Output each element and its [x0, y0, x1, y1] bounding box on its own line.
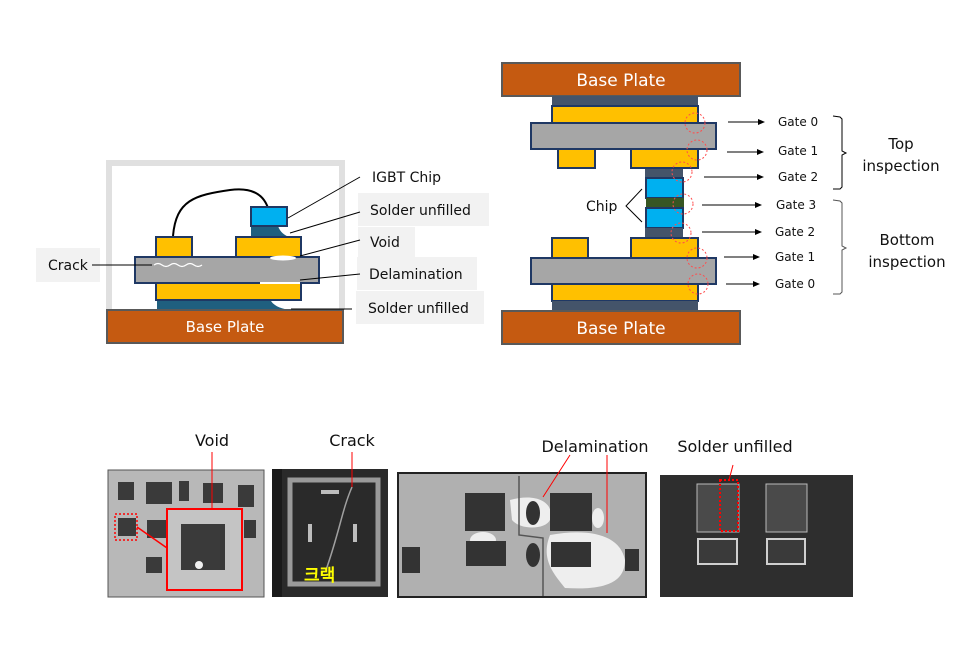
solder-unfilled-leader [728, 464, 734, 481]
photo-label-delamination: Delamination [541, 437, 648, 456]
bond-wire [172, 188, 269, 237]
delamination-trace [518, 476, 544, 596]
gate-circles [670, 112, 709, 295]
void-mark [270, 255, 296, 261]
bottom-pad-left [551, 237, 589, 259]
leader-igbt-chip [287, 176, 361, 219]
photo-delamination: Delamination [397, 437, 649, 598]
gate-circle-2-bottom [670, 222, 692, 244]
crack-photo-edge [272, 469, 282, 597]
bottom-base-plate-label: Base Plate [576, 319, 665, 339]
delamination-leader-1 [542, 454, 571, 498]
label-delamination: Delamination [369, 267, 463, 283]
void-zoom-line [136, 526, 168, 549]
gate-arrows [702, 119, 765, 287]
crack-mark [153, 262, 203, 268]
top-solder-layer [552, 96, 698, 106]
crack-die-mark [321, 490, 339, 494]
gate-label: Gate 1 [775, 250, 815, 264]
label-solder-unfilled-bottom: Solder unfilled [368, 301, 469, 317]
bottom-inspection-line1: Bottom [879, 231, 934, 249]
chip-interlayer [646, 198, 684, 208]
ceramic-substrate [134, 256, 320, 284]
gate-circle-3 [672, 193, 694, 215]
gate-circle-1-top [686, 139, 708, 161]
callout-box-solder-unfilled-bottom [356, 291, 484, 324]
callout-box-crack [36, 248, 100, 282]
gate-circle-1-bottom [686, 247, 708, 269]
label-crack: Crack [48, 258, 89, 274]
solder-die-left [696, 483, 740, 533]
gate-labels: Gate 0 Gate 1 Gate 2 Gate 3 Gate 2 Gate … [775, 115, 818, 291]
gate-label: Gate 3 [776, 198, 816, 212]
base-plate-label: Base Plate [186, 318, 265, 336]
gate-label: Gate 0 [778, 115, 818, 129]
base-plate [106, 309, 344, 344]
crack-die-mark [353, 524, 357, 542]
photo-label-solder-unfilled: Solder unfilled [677, 437, 792, 456]
top-pad-right [630, 148, 699, 169]
gate-circle-0-top [684, 112, 706, 134]
label-igbt-chip: IGBT Chip [372, 170, 441, 186]
igbt-chip [250, 206, 288, 227]
leader-void [299, 239, 361, 257]
crack-line [325, 486, 353, 571]
bottom-brace [832, 199, 848, 295]
top-brace [832, 115, 848, 190]
solder-pad-left [697, 538, 738, 565]
gate-label: Gate 2 [778, 170, 818, 184]
crack-die-mark [308, 524, 312, 542]
gate-circle-2-top [671, 161, 693, 183]
photo-void: Void [107, 431, 265, 598]
top-base-plate-label: Base Plate [576, 71, 665, 91]
label-chip: Chip [586, 199, 618, 215]
callout-box-delamination [357, 257, 477, 290]
copper-bottom [155, 282, 302, 301]
bottom-copper [551, 283, 699, 302]
bottom-solder-layer [552, 301, 698, 311]
bottom-base-plate [501, 310, 741, 345]
photo-label-crack: Crack [329, 431, 375, 450]
chip-lower [645, 207, 684, 229]
bottom-pad-right [630, 237, 699, 259]
callout-box-void [358, 227, 415, 257]
leader-delamination [299, 273, 361, 281]
solder-die-right [765, 483, 808, 533]
crack-die-outline [287, 477, 381, 587]
bottom-ceramic [530, 257, 717, 285]
gate-label: Gate 0 [775, 277, 815, 291]
top-inspection-line2: inspection [862, 157, 939, 175]
photo-solder-unfilled: Solder unfilled [660, 437, 853, 597]
bottom-inspection-line2: inspection [868, 253, 945, 271]
top-inspection-line1: Top [887, 135, 913, 153]
photo-label-void: Void [195, 431, 229, 450]
base-solder [157, 301, 290, 310]
chip-bracket [625, 188, 643, 223]
label-void: Void [370, 235, 400, 251]
void-inset-die [181, 524, 225, 570]
left-module-diagram: Base Plate Crack IGBT Chip Solder unfill… [36, 160, 489, 344]
crack-overlay-text: 크랙 [304, 566, 335, 586]
copper-pad-left [155, 236, 193, 258]
top-ceramic [530, 122, 717, 150]
gate-circle-0-bottom [687, 273, 709, 295]
callout-box-solder-unfilled-top [358, 193, 489, 226]
chip-solder-top [645, 169, 683, 178]
chip-solder-bottom [645, 228, 683, 238]
chip-solder [251, 226, 290, 237]
void-bubble [195, 561, 203, 569]
top-copper [551, 105, 699, 124]
gate-label: Gate 1 [778, 144, 818, 158]
right-stack-diagram: Base Plate Base Plate Chip [501, 62, 946, 345]
gate-label: Gate 2 [775, 225, 815, 239]
solder-unfilled-photo-image [660, 475, 853, 597]
top-pad-left [557, 148, 596, 169]
housing-frame [106, 160, 345, 310]
label-solder-unfilled-top: Solder unfilled [370, 203, 471, 219]
solder-pad-right [766, 538, 806, 565]
leader-solder-unfilled-top [289, 211, 361, 234]
copper-pad-right [235, 236, 302, 258]
photo-crack: Crack 크랙 [272, 431, 388, 597]
